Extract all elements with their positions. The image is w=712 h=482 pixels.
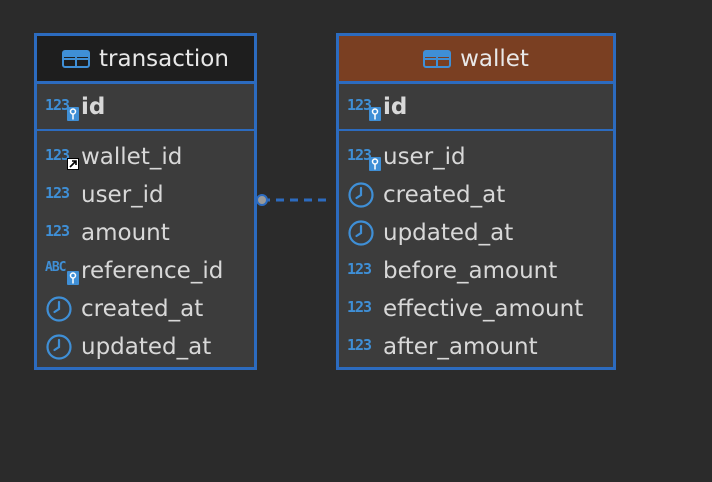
primary-key-row[interactable]: 123 id xyxy=(339,84,613,131)
clock-icon xyxy=(45,333,81,361)
type-label: 123 xyxy=(347,336,372,354)
number-icon: 123 xyxy=(347,257,383,285)
column-name: updated_at xyxy=(81,334,212,360)
clock-icon-glyph xyxy=(46,296,72,322)
column-list: 123 user_id created_at xyxy=(339,131,613,366)
entity-wallet[interactable]: wallet 123 id 123 user_id xyxy=(336,33,616,370)
column-row-before-amount[interactable]: 123 before_amount xyxy=(339,252,613,290)
clock-icon xyxy=(347,219,383,247)
type-label: 123 xyxy=(45,222,70,240)
clock-icon xyxy=(347,181,383,209)
column-name: created_at xyxy=(81,296,204,322)
number-icon: 123 xyxy=(347,333,383,361)
key-icon xyxy=(67,271,79,285)
column-name: user_id xyxy=(81,182,164,208)
key-icon xyxy=(67,106,79,121)
number-key-icon: 123 xyxy=(347,93,383,121)
number-icon: 123 xyxy=(45,181,81,209)
number-icon: 123 xyxy=(347,295,383,323)
column-row-updated-at[interactable]: updated_at xyxy=(339,214,613,252)
key-icon xyxy=(369,157,381,171)
type-label: ABC xyxy=(45,260,67,275)
column-name: updated_at xyxy=(383,220,514,246)
column-name: effective_amount xyxy=(383,296,584,322)
table-icon xyxy=(62,49,91,68)
type-label: 123 xyxy=(347,95,372,114)
key-icon xyxy=(369,106,381,121)
column-name: id xyxy=(383,93,408,120)
entity-header-transaction[interactable]: transaction xyxy=(37,36,254,84)
column-row-after-amount[interactable]: 123 after_amount xyxy=(339,328,613,366)
column-row-amount[interactable]: 123 amount xyxy=(37,214,254,252)
column-row-wallet-id[interactable]: 123 wallet_id xyxy=(37,138,254,176)
column-name: id xyxy=(81,93,106,120)
text-key-icon: ABC xyxy=(45,257,81,285)
clock-icon-glyph xyxy=(348,182,374,208)
entity-title: wallet xyxy=(460,45,529,72)
column-row-user-id[interactable]: 123 user_id xyxy=(37,176,254,214)
type-label: 123 xyxy=(347,298,372,316)
primary-key-row[interactable]: 123 id xyxy=(37,84,254,131)
entity-transaction[interactable]: transaction 123 id 123 wallet_id xyxy=(34,33,257,370)
clock-icon-glyph xyxy=(348,220,374,246)
clock-icon xyxy=(45,295,81,323)
column-name: created_at xyxy=(383,182,506,208)
type-label: 123 xyxy=(347,260,372,278)
table-icon xyxy=(423,49,452,68)
relationship-endpoint xyxy=(256,194,268,206)
column-row-created-at[interactable]: created_at xyxy=(339,176,613,214)
column-name: amount xyxy=(81,220,170,246)
entity-header-wallet[interactable]: wallet xyxy=(339,36,613,84)
number-icon: 123 xyxy=(45,219,81,247)
number-key-icon: 123 xyxy=(45,93,81,121)
clock-icon-glyph xyxy=(46,334,72,360)
entity-title: transaction xyxy=(99,45,229,72)
type-label: 123 xyxy=(347,146,372,164)
column-list: 123 wallet_id 123 user_id 123 amount ABC xyxy=(37,131,254,366)
column-name: wallet_id xyxy=(81,144,183,170)
column-row-created-at[interactable]: created_at xyxy=(37,290,254,328)
number-fk-icon: 123 xyxy=(45,143,81,171)
type-label: 123 xyxy=(45,95,70,114)
column-name: reference_id xyxy=(81,258,224,284)
column-name: before_amount xyxy=(383,258,558,284)
column-name: after_amount xyxy=(383,334,538,360)
type-label: 123 xyxy=(45,146,70,164)
column-row-user-id[interactable]: 123 user_id xyxy=(339,138,613,176)
foreign-key-icon xyxy=(67,158,79,170)
column-row-updated-at[interactable]: updated_at xyxy=(37,328,254,366)
column-row-effective-amount[interactable]: 123 effective_amount xyxy=(339,290,613,328)
column-name: user_id xyxy=(383,144,466,170)
type-label: 123 xyxy=(45,184,70,202)
column-row-reference-id[interactable]: ABC reference_id xyxy=(37,252,254,290)
number-key-icon: 123 xyxy=(347,143,383,171)
